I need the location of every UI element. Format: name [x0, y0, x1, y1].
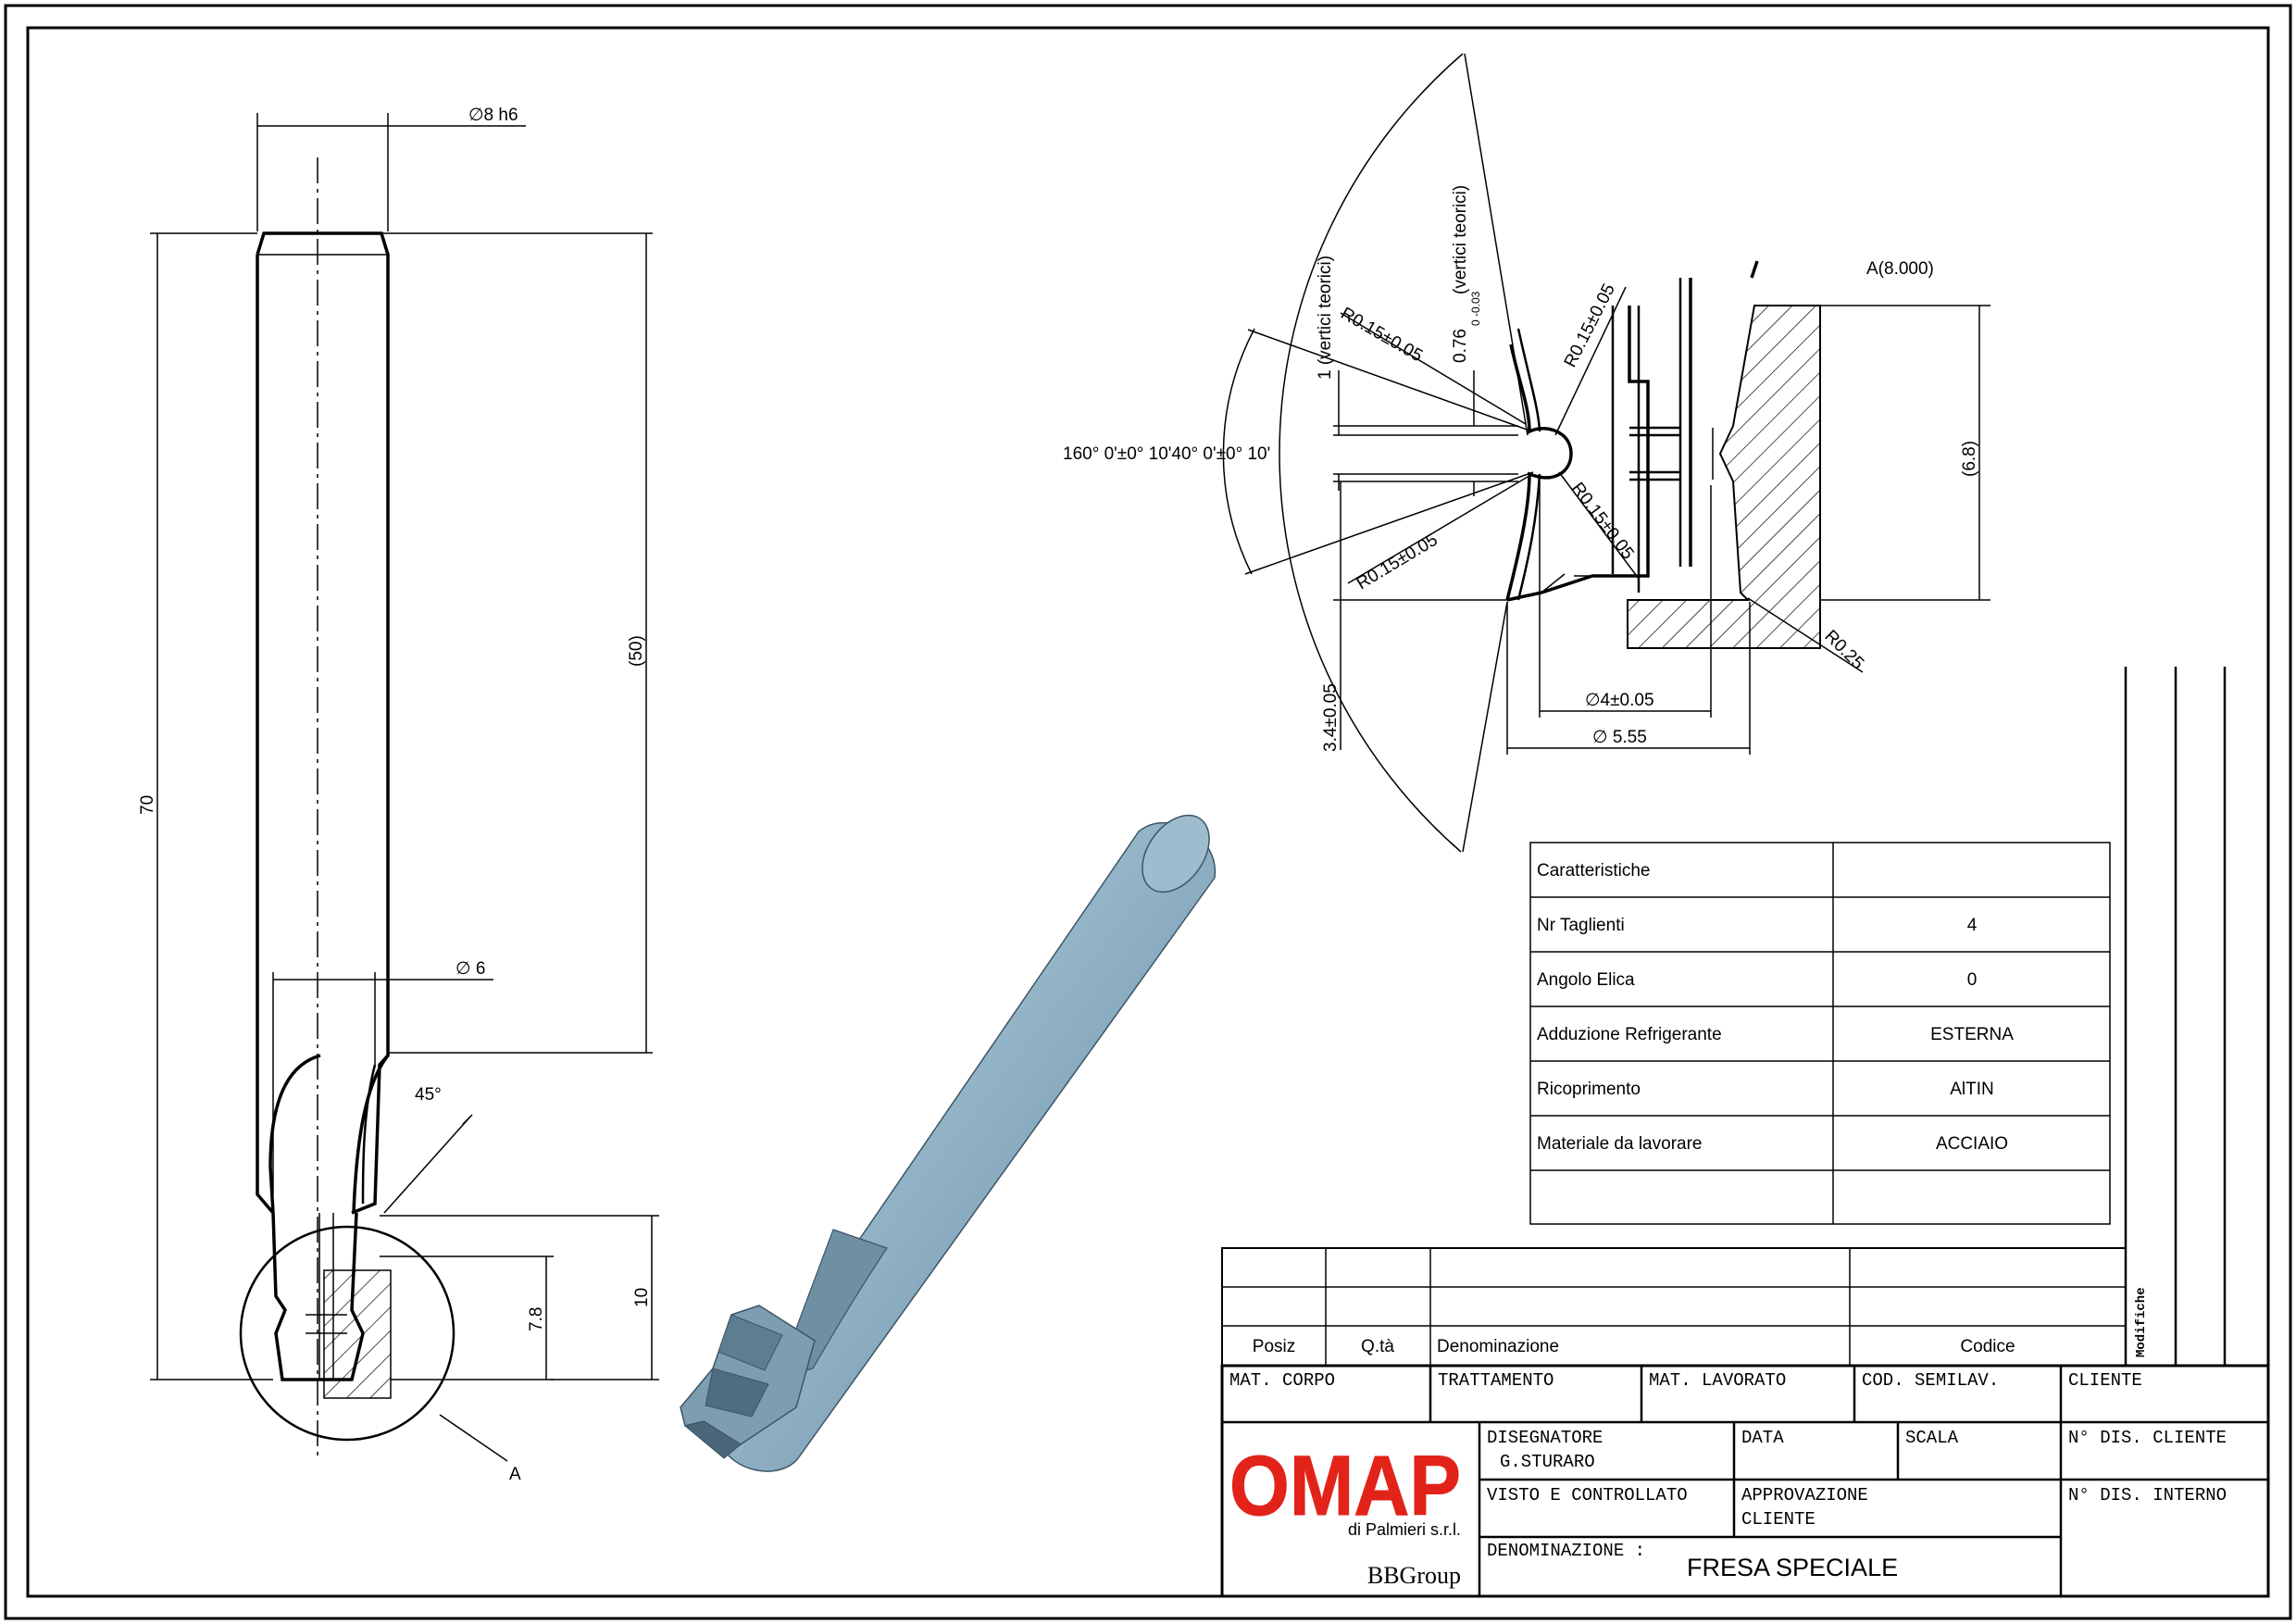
- spec-value: 4: [1967, 916, 1978, 935]
- group-name: BBGroup: [1367, 1562, 1461, 1589]
- detail-view: 160° 0'±0° 10'40° 0'±0° 10' 1 (vertici t…: [1063, 53, 1990, 853]
- bom-qta: Q.tà: [1361, 1337, 1394, 1356]
- detail-r1: R0.15±0.05: [1338, 304, 1426, 366]
- inner-border: [26, 26, 2270, 1598]
- dim-chamfer-angle: 45°: [415, 1085, 442, 1105]
- detail-height: (6.8): [1960, 441, 1979, 477]
- tb-part-name: FRESA SPECIALE: [1687, 1554, 1898, 1581]
- tb-mat-corpo: MAT. CORPO: [1229, 1370, 1335, 1391]
- spec-label: Adduzione Refrigerante: [1537, 1025, 1722, 1044]
- tb-denominazione-label: DENOMINAZIONE :: [1487, 1541, 1645, 1561]
- spec-value: ACCIAIO: [1936, 1134, 2008, 1154]
- bom-codice: Codice: [1960, 1337, 2015, 1356]
- bom-denominazione: Denominazione: [1437, 1337, 1559, 1356]
- detail-vert2-suffix: (vertici teorici): [1451, 185, 1470, 294]
- tb-n-dis-interno: N° DIS. INTERNO: [2068, 1485, 2227, 1505]
- detail-label: A(8.000): [1866, 259, 1934, 279]
- spec-label: Nr Taglienti: [1537, 916, 1625, 935]
- detail-inner-dia: ∅4±0.05: [1585, 691, 1654, 710]
- tb-visto: VISTO E CONTROLLATO: [1487, 1485, 1688, 1505]
- tb-approvazione-cliente: CLIENTE: [1741, 1509, 1816, 1530]
- modifiche-label: Modifiche: [2134, 1287, 2149, 1357]
- detail-vert2-tol: 0 -0.03: [1469, 291, 1482, 326]
- detail-outer-dia: ∅ 5.55: [1592, 728, 1647, 747]
- specs-table: Caratteristiche Nr Taglienti 4 Angolo El…: [1529, 842, 2111, 1225]
- dim-tip-height: 7.8: [527, 1307, 546, 1331]
- detail-angle: 160° 0'±0° 10'40° 0'±0° 10': [1063, 444, 1270, 464]
- tb-mat-lavorato: MAT. LAVORATO: [1649, 1370, 1786, 1391]
- dim-shank-length: (50): [627, 635, 646, 667]
- specs-header: Caratteristiche: [1537, 861, 1651, 881]
- spec-label: Angolo Elica: [1537, 970, 1635, 990]
- outer-border: [4, 4, 2292, 1620]
- detail-r4: R0.15±0.05: [1354, 531, 1441, 594]
- tb-data: DATA: [1741, 1428, 1784, 1448]
- dim-head-length: 10: [632, 1288, 652, 1307]
- detail-marker-label: A: [509, 1465, 521, 1484]
- spec-value: ESTERNA: [1930, 1025, 2014, 1044]
- detail-r3: R0.15±0.05: [1567, 479, 1638, 563]
- spec-value: 0: [1967, 970, 1978, 990]
- tb-scala: SCALA: [1905, 1428, 1959, 1448]
- bill-of-materials: Posiz Q.tà Denominazione Codice: [1221, 1247, 2127, 1367]
- omap-logo: OMAP: [1229, 1439, 1461, 1533]
- revision-columns: Modifiche: [2124, 667, 2227, 1366]
- tool-3d-view: [680, 814, 1217, 1472]
- company-name: di Palmieri s.r.l.: [1348, 1520, 1461, 1539]
- tb-cod-semilav: COD. SEMILAV.: [1862, 1370, 1999, 1391]
- detail-depth: 3.4±0.05: [1321, 683, 1341, 752]
- dim-shank-dia: ∅8 h6: [468, 106, 518, 125]
- tb-disegnatore: DISEGNATORE: [1487, 1428, 1603, 1448]
- detail-vert1: 1 (vertici teorici): [1316, 256, 1335, 380]
- tb-n-dis-cliente: N° DIS. CLIENTE: [2068, 1428, 2227, 1448]
- tb-disegnatore-name: G.STURARO: [1500, 1452, 1595, 1472]
- tb-cliente: CLIENTE: [2068, 1370, 2142, 1391]
- detail-r2: R0.15±0.05: [1561, 281, 1619, 370]
- dim-neck-dia: ∅ 6: [455, 959, 485, 979]
- tb-trattamento: TRATTAMENTO: [1438, 1370, 1554, 1391]
- tb-approvazione: APPROVAZIONE: [1741, 1485, 1868, 1505]
- spec-label: Materiale da lavorare: [1537, 1134, 1702, 1154]
- side-view: A ∅8 h6 70 (50) ∅ 6 45° 7.8: [138, 106, 659, 1484]
- spec-label: Ricoprimento: [1537, 1080, 1641, 1099]
- bom-posiz: Posiz: [1253, 1337, 1295, 1356]
- title-block: MAT. CORPO TRATTAMENTO MAT. LAVORATO COD…: [1220, 1364, 2270, 1598]
- spec-value: AlTIN: [1950, 1080, 1994, 1099]
- detail-vert2: 0.76: [1451, 329, 1470, 363]
- dim-total-length: 70: [138, 795, 157, 815]
